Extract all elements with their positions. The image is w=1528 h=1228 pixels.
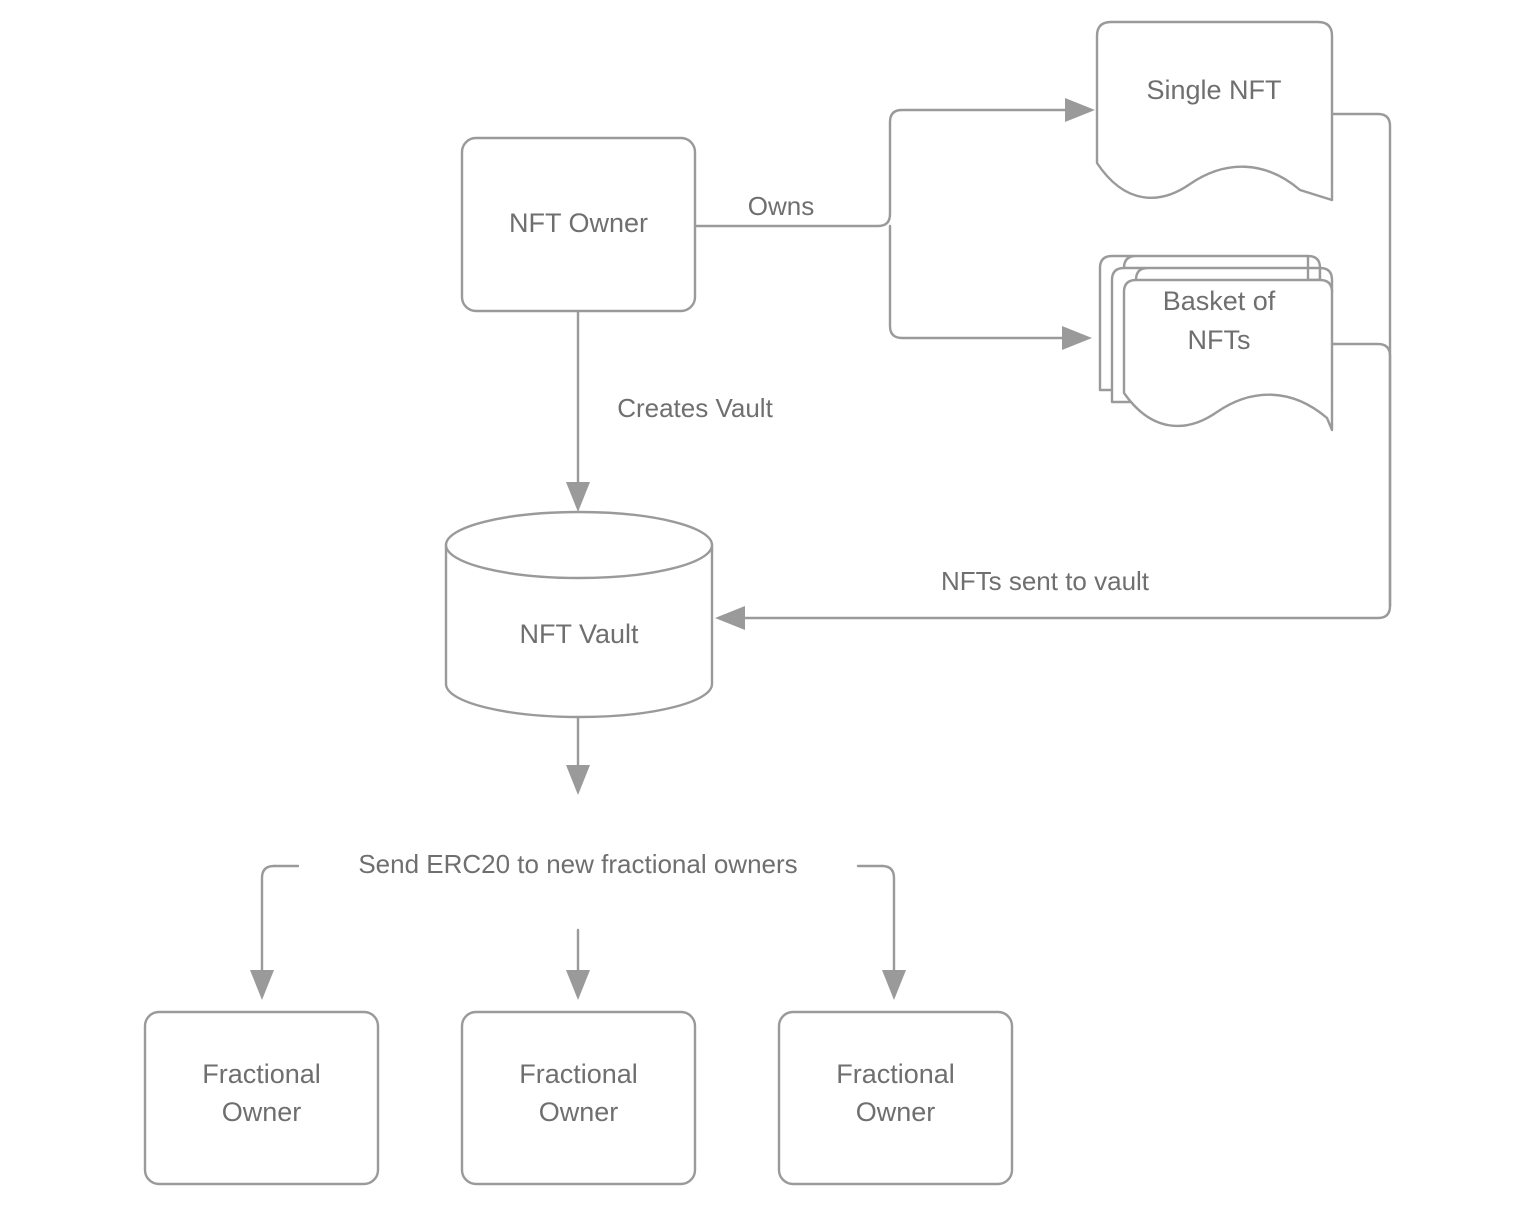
node-basket-of-nfts[interactable]: Basket of NFTs: [1098, 254, 1334, 432]
fractional-owner-2-box[interactable]: [460, 1010, 697, 1186]
node-nft-vault[interactable]: NFT Vault: [444, 510, 714, 719]
edge-vault-outflow: [566, 715, 590, 795]
edge-label-creates-vault: Creates Vault: [617, 393, 773, 423]
nft-vault-top-ellipse: [444, 510, 714, 580]
edge-send-erc20-branch-right: [880, 864, 896, 972]
edge-send-erc20-branch-left: [260, 864, 276, 972]
edge-owns-basket-line: [888, 224, 1064, 340]
node-fractional-owner-3[interactable]: Fractional Owner: [777, 1010, 1014, 1186]
edge-owns-single-nft: [693, 98, 1095, 228]
edge-send-erc20-branch-right-arrowhead: [882, 970, 906, 1000]
edge-creates-vault-arrowhead: [566, 482, 590, 512]
edge-vault-outflow-arrowhead: [566, 765, 590, 795]
edge-basket-sent-to-vault-line: [1330, 342, 1392, 608]
edge-basket-sent-to-vault: [1330, 342, 1392, 608]
fractional-owner-3-box[interactable]: [777, 1010, 1014, 1186]
nft-owner-box[interactable]: [460, 136, 697, 313]
edge-label-owns: Owns: [748, 191, 814, 221]
edge-owns-basket-arrowhead: [1062, 326, 1092, 350]
edge-owns-single-nft-arrowhead: [1065, 98, 1095, 122]
edge-label-nfts-sent-to-vault: NFTs sent to vault: [941, 566, 1150, 596]
node-fractional-owner-2[interactable]: Fractional Owner: [460, 1010, 697, 1186]
node-single-nft[interactable]: Single NFT: [1095, 20, 1334, 202]
basket-label-line-2: NFTs: [1188, 325, 1251, 355]
edge-send-erc20-branch-center-arrowhead: [566, 970, 590, 1000]
fractional-owner-3-label-line-2: Owner: [856, 1097, 936, 1127]
nft-vault-body[interactable]: [444, 543, 714, 719]
edge-creates-vault: [566, 309, 590, 512]
nft-owner-label: NFT Owner: [509, 208, 648, 238]
edge-send-erc20-branch-left-arrowhead: [250, 970, 274, 1000]
fractional-owner-1-box[interactable]: [143, 1010, 380, 1186]
node-nft-owner[interactable]: NFT Owner: [460, 136, 697, 313]
edge-owns-single-nft-line: [693, 108, 1067, 228]
fractional-owner-3-label-line-1: Fractional: [836, 1059, 955, 1089]
edge-owns-basket: [888, 224, 1092, 350]
edge-label-send-erc20: Send ERC20 to new fractional owners: [358, 849, 797, 879]
basket-label-line-1: Basket of: [1163, 286, 1276, 316]
edge-send-erc20: [250, 864, 906, 1000]
edge-nfts-sent-to-vault-arrowhead: [715, 606, 745, 630]
nft-vault-label: NFT Vault: [519, 619, 639, 649]
basket-front-document[interactable]: [1122, 278, 1334, 432]
node-fractional-owner-1[interactable]: Fractional Owner: [143, 1010, 380, 1186]
fractional-owner-2-label-line-1: Fractional: [519, 1059, 638, 1089]
single-nft-document[interactable]: [1095, 20, 1334, 202]
fractional-owner-2-label-line-2: Owner: [539, 1097, 619, 1127]
single-nft-label: Single NFT: [1146, 75, 1281, 105]
fractional-owner-1-label-line-2: Owner: [222, 1097, 302, 1127]
fractional-owner-1-label-line-1: Fractional: [202, 1059, 321, 1089]
